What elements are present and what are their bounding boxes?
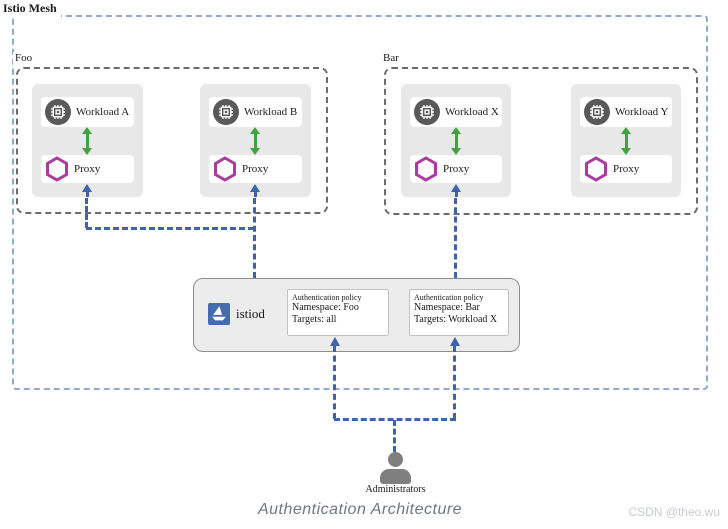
proxy-hexagon-icon (45, 156, 69, 182)
workload-label: Workload A (76, 106, 130, 118)
watermark: CSDN @theo.wu (628, 505, 720, 519)
istio-mesh-label: Istio Mesh (1, 1, 61, 18)
policy-title: Authentication policy (292, 293, 362, 302)
workload-label: Workload Y (615, 106, 669, 118)
policy-namespace: Namespace: Foo (292, 302, 359, 313)
policy-targets: Targets: Workload X (414, 313, 498, 325)
workload-a-card: Workload A Proxy (32, 84, 143, 197)
proxy-y-box: Proxy (580, 155, 672, 183)
proxy-label: Proxy (443, 163, 470, 175)
proxy-hexagon-icon (414, 156, 438, 182)
namespace-bar-boundary (384, 67, 698, 215)
diagram-title: Authentication Architecture (257, 501, 463, 518)
workload-y-box: Workload Y (580, 97, 672, 127)
policy-1-arrowhead-icon (330, 337, 340, 346)
policy-targets: Targets: all (292, 313, 337, 325)
connector-admin-horizontal (334, 418, 456, 421)
auth-policy-card-bar: Authentication policy Namespace: Bar Tar… (409, 289, 509, 336)
istio-mesh-boundary (12, 15, 708, 390)
namespace-foo-label: Foo (13, 52, 37, 66)
connector-admin-to-policy-1 (333, 346, 336, 419)
namespace-bar-label: Bar (381, 52, 403, 66)
connector-admin-stem (393, 420, 396, 452)
mtls-double-arrow-icon (250, 127, 260, 155)
mtls-double-arrow-icon (621, 127, 631, 155)
workload-label: Workload B (244, 106, 298, 118)
connector-admin-to-policy-2 (453, 346, 456, 419)
proxy-a-box: Proxy (41, 155, 134, 183)
workload-b-card: Workload B Proxy (200, 84, 311, 197)
cpu-icon (414, 99, 440, 125)
istio-logo-icon (208, 303, 230, 325)
istiod-box: istiod Authentication policy Namespace: … (193, 278, 520, 352)
auth-policy-card-foo: Authentication policy Namespace: Foo Tar… (287, 289, 389, 336)
proxy-label: Proxy (613, 163, 640, 175)
mtls-double-arrow-icon (82, 127, 92, 155)
connector-foo-horizontal (86, 227, 254, 230)
connector-proxy-a (85, 198, 88, 228)
proxy-label: Proxy (242, 163, 269, 175)
policy-2-arrowhead-icon (450, 337, 460, 346)
connector-proxy-x-to-istiod (454, 198, 457, 278)
connector-proxy-b-to-istiod (253, 198, 256, 278)
proxy-hexagon-icon (584, 156, 608, 182)
workload-x-box: Workload X (410, 97, 502, 127)
proxy-b-box: Proxy (209, 155, 302, 183)
policy-title: Authentication policy (414, 293, 484, 302)
workload-label: Workload X (445, 106, 499, 118)
workload-y-card: Workload Y Proxy (571, 84, 681, 197)
cpu-icon (45, 99, 71, 125)
workload-a-box: Workload A (41, 97, 134, 127)
cpu-icon (584, 99, 610, 125)
istiod-label: istiod (236, 306, 265, 321)
proxy-hexagon-icon (213, 156, 237, 182)
workload-b-box: Workload B (209, 97, 302, 127)
administrators-icon (388, 452, 403, 467)
cpu-icon (213, 99, 239, 125)
policy-namespace: Namespace: Bar (414, 302, 480, 313)
administrators-icon-body (380, 469, 411, 484)
proxy-x-box: Proxy (410, 155, 502, 183)
mtls-double-arrow-icon (451, 127, 461, 155)
proxy-label: Proxy (74, 163, 101, 175)
administrators-label: Administrators (365, 484, 426, 495)
workload-x-card: Workload X Proxy (401, 84, 511, 197)
namespace-foo-boundary (16, 67, 328, 214)
